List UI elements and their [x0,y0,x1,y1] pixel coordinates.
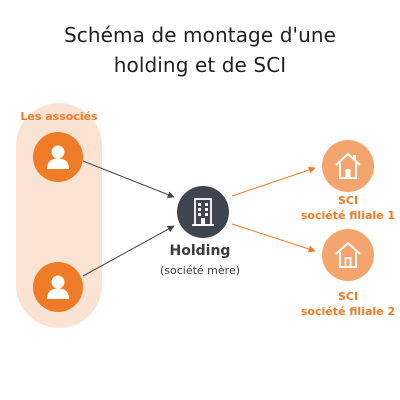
title-line-1: Schéma de montage d'une [63,23,337,47]
sci-node-1 [322,140,374,192]
holding-subtitle: (société mère) [159,264,241,277]
person-icon [47,275,69,299]
holding-node [177,186,229,238]
sci-label-2: SCI société filiale 2 [288,289,400,319]
sci-title-1: SCI [337,194,359,207]
arrow-holding-to-sci2 [231,223,316,253]
arrow-associate2-to-holding [82,225,175,277]
house-icon [335,242,361,268]
title-line-2: holding et de SCI [113,53,287,77]
arrow-associate1-to-holding [82,160,175,198]
sci-subtitle-2: société filiale 2 [300,305,396,318]
holding-name: Holding [169,243,231,259]
sci-subtitle-1: société filiale 1 [300,209,396,222]
arrow-holding-to-sci1 [231,166,316,197]
sci-title-2: SCI [337,290,359,303]
building-icon [192,198,214,226]
sci-label-1: SCI société filiale 1 [288,193,400,223]
diagram-title: Schéma de montage d'une holding et de SC… [0,20,400,80]
house-icon [335,153,361,179]
person-icon [47,145,69,169]
associate-avatar-2 [33,262,83,312]
sci-node-2 [322,229,374,281]
associate-avatar-1 [33,132,83,182]
associates-label: Les associés [20,110,98,123]
